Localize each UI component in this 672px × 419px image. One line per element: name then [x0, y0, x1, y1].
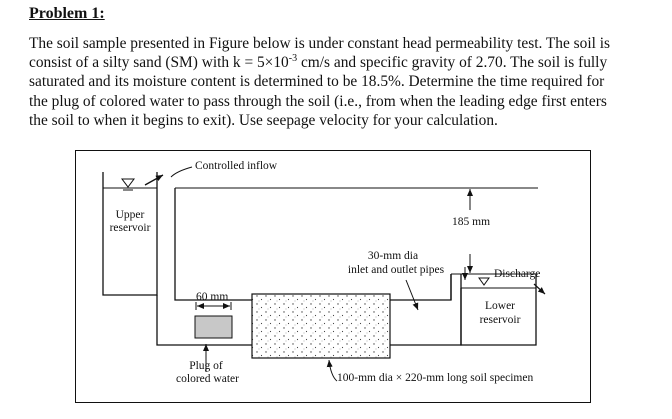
- pipes-pointer-arrow: [405, 279, 419, 311]
- colored-water-plug: [194, 315, 233, 339]
- specimen-label: 100-mm dia × 220-mm long soil specimen: [337, 372, 534, 384]
- lower-reservoir-label-line2: reservoir: [479, 314, 521, 326]
- problem-line-2: consist of a silty sand (SM) with k = 5×…: [29, 53, 649, 72]
- specimen-pointer: [326, 359, 338, 382]
- discharge-flow-arrow: [533, 283, 546, 295]
- upper-reservoir-label-line1: Upper: [115, 209, 145, 221]
- controlled-inflow-label: Controlled inflow: [195, 160, 278, 172]
- upper-reservoir-label-line2: reservoir: [109, 222, 151, 234]
- soil-specimen: [251, 293, 391, 359]
- upper-water-level-icon: [121, 178, 135, 191]
- figure-drawing: [75, 150, 591, 403]
- problem-heading: Problem 1:: [29, 5, 105, 22]
- problem-line-1: The soil sample presented in Figure belo…: [29, 35, 611, 52]
- head-185-label: 185 mm: [452, 216, 491, 228]
- outlet-pipe: [390, 274, 452, 346]
- permeability-test-figure: Controlled inflow Upper reservoir 185 mm…: [75, 150, 591, 403]
- plug-width-dimension: [195, 302, 232, 310]
- problem-line-5: the soil to when it begins to exit). Use…: [29, 111, 498, 129]
- upper-reservoir: [102, 172, 158, 296]
- problem-statement: The soil sample presented in Figure belo…: [29, 34, 649, 130]
- pipes-label-line1: 30-mm dia: [367, 250, 419, 262]
- figure-frame: [75, 150, 591, 403]
- lower-reservoir-label-line1: Lower: [484, 300, 515, 312]
- plug-label-line1: Plug of: [189, 360, 223, 372]
- discharge-label: Discharge: [494, 268, 541, 280]
- problem-line-4: the plug of colored water to pass throug…: [29, 92, 607, 110]
- controlled-inflow-arrow: [144, 174, 164, 186]
- specific-gravity-text: cm/s and specific gravity of 2.70. The s…: [297, 54, 608, 72]
- discharge-water-level-icon: [478, 277, 490, 289]
- plug-width-label: 60 mm: [196, 291, 229, 303]
- permeability-exponent: -3: [288, 53, 298, 65]
- problem-line-3: saturated and its moisture content is de…: [29, 73, 605, 91]
- inlet-pipe-walls: [156, 188, 252, 346]
- controlled-inflow-pointer: [170, 166, 193, 178]
- outlet-riser: [450, 274, 462, 346]
- pipes-label-line2: inlet and outlet pipes: [347, 264, 445, 276]
- plug-label-line2: colored water: [176, 373, 239, 385]
- permeability-text: consist of a silty sand (SM) with k = 5×…: [29, 54, 289, 72]
- lower-reservoir: [460, 274, 537, 346]
